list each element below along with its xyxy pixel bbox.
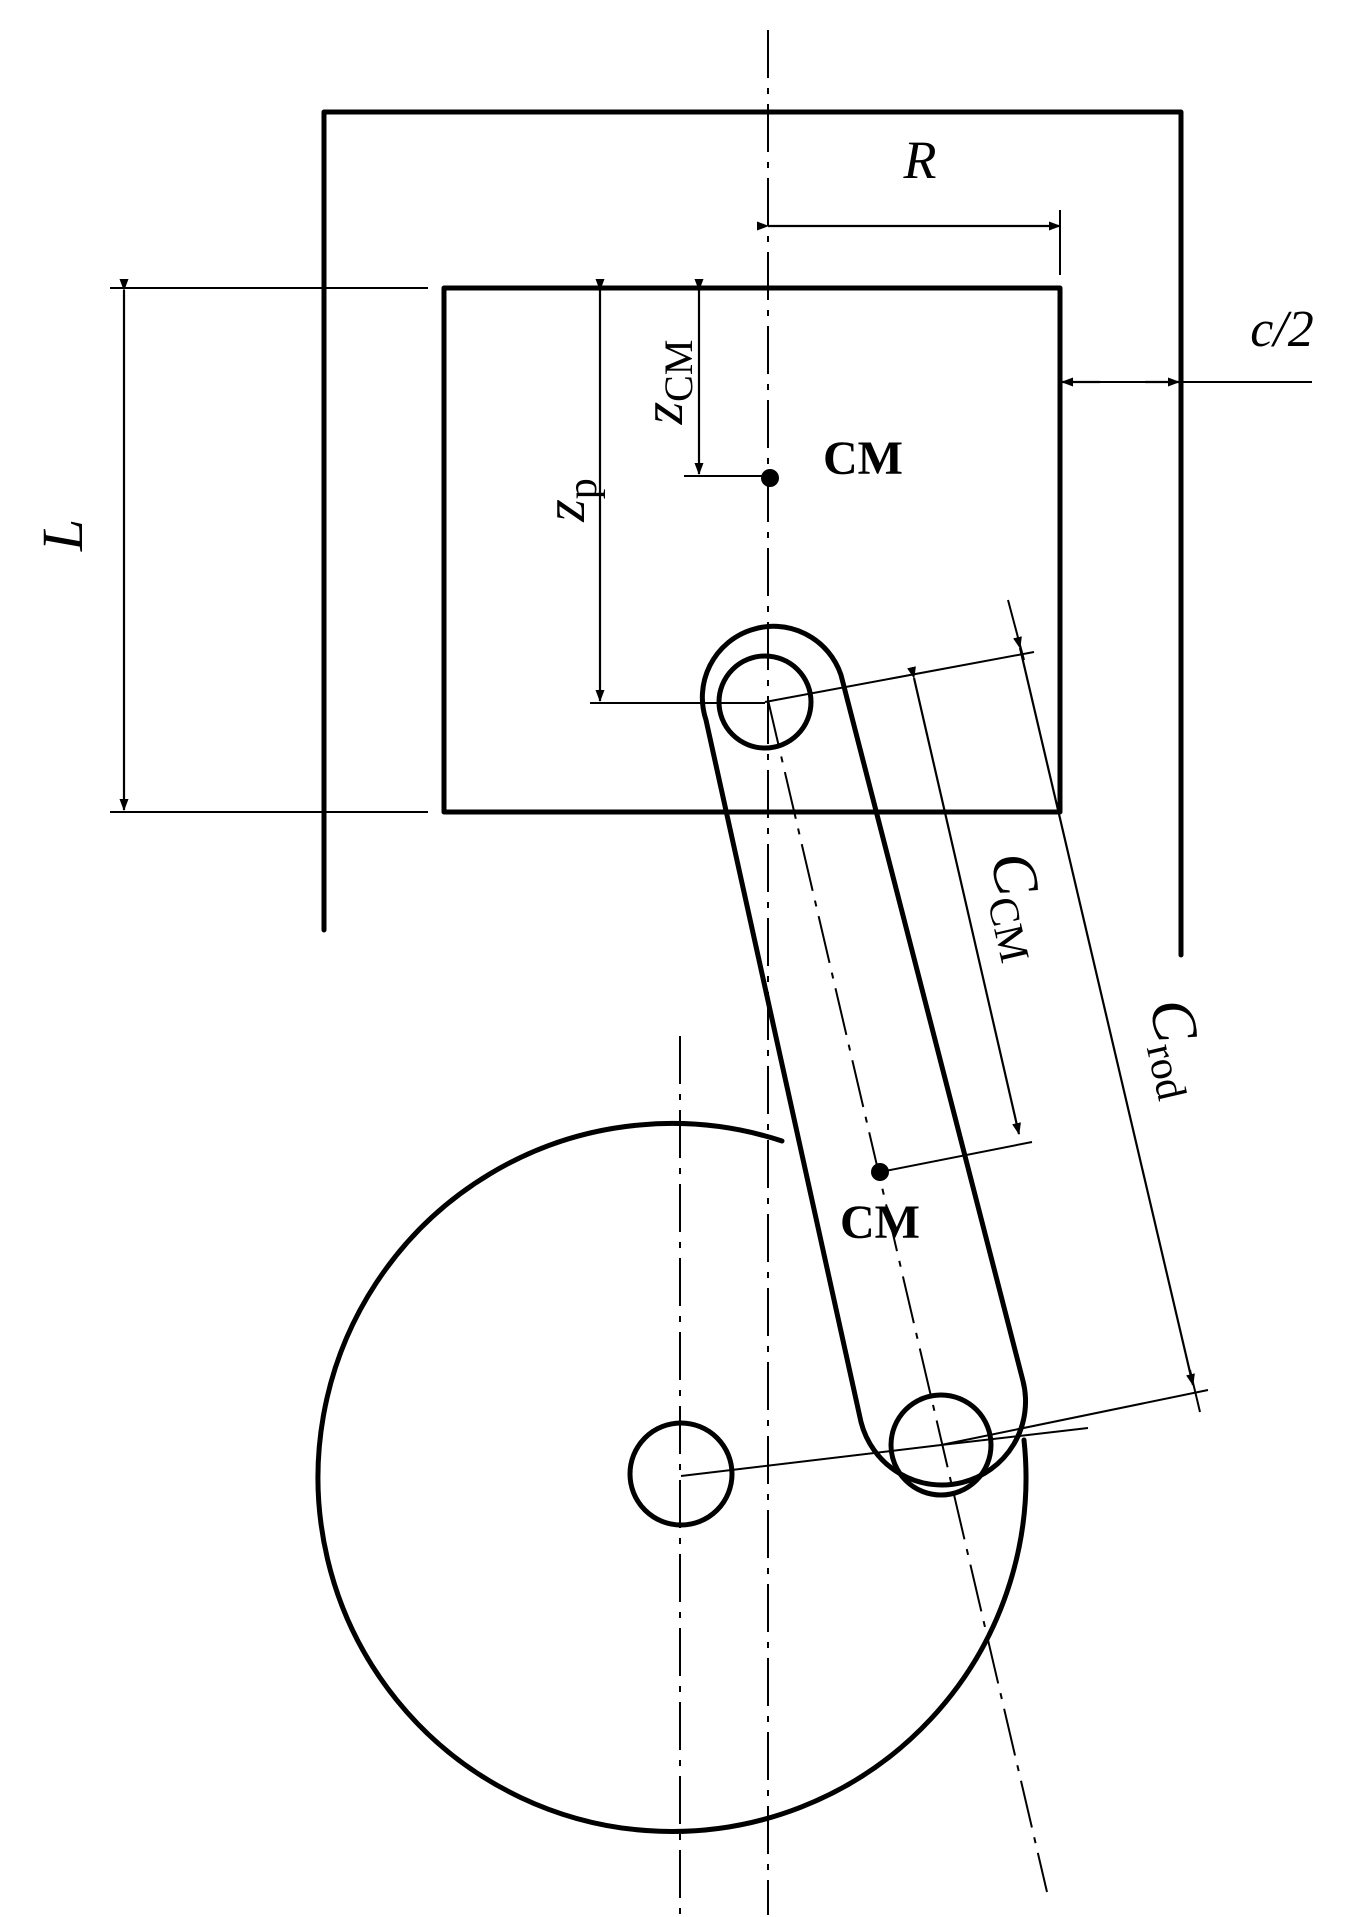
- crod-label-sub: rod: [1137, 1039, 1194, 1104]
- piston: [441, 285, 1063, 815]
- rod-bottom-extension: [940, 1389, 1209, 1446]
- ccm-dimension: [907, 666, 1021, 1135]
- rod-centerline: [767, 699, 1048, 1893]
- zcm-label-sub: CM: [656, 340, 701, 402]
- crank-disc: [315, 1120, 1029, 1834]
- crank-pin: [888, 1392, 994, 1498]
- crod-top-ext: [1007, 599, 1025, 661]
- r-label: R: [903, 130, 937, 190]
- crod-label-main: C: [1135, 992, 1211, 1048]
- ccm-label: CCM: [969, 846, 1067, 967]
- cylinder-wall: [321, 109, 1184, 958]
- l-label: L: [30, 519, 95, 552]
- zp-label-main: z: [532, 499, 597, 523]
- crank-extension-line: [940, 1427, 1089, 1446]
- crod-bottom-ext: [1189, 1369, 1201, 1413]
- ccm-label-sub: CM: [978, 893, 1038, 967]
- crank-shaft: [627, 1420, 735, 1528]
- rod-cm-dot: [871, 1163, 889, 1181]
- rod-cm-extension: [879, 1141, 1033, 1173]
- zcm-label: zCM: [630, 340, 701, 426]
- crod-dimension: [1013, 636, 1195, 1386]
- piston-cm-label: CM: [823, 432, 903, 485]
- ccm-label-main: C: [976, 846, 1052, 902]
- pin-extension-line: [764, 651, 1035, 703]
- rod-cm-label: CM: [840, 1196, 920, 1249]
- connecting-rod: [699, 623, 1029, 1488]
- crod-label: Crod: [1128, 992, 1224, 1104]
- crank-arm-line: [680, 1444, 942, 1477]
- zp-label: zp: [532, 478, 606, 523]
- piston-cm-dot: [761, 469, 779, 487]
- zcm-label-main: z: [630, 402, 695, 426]
- zp-label-sub: p: [560, 478, 606, 499]
- c-half-label: c/2: [1250, 301, 1314, 358]
